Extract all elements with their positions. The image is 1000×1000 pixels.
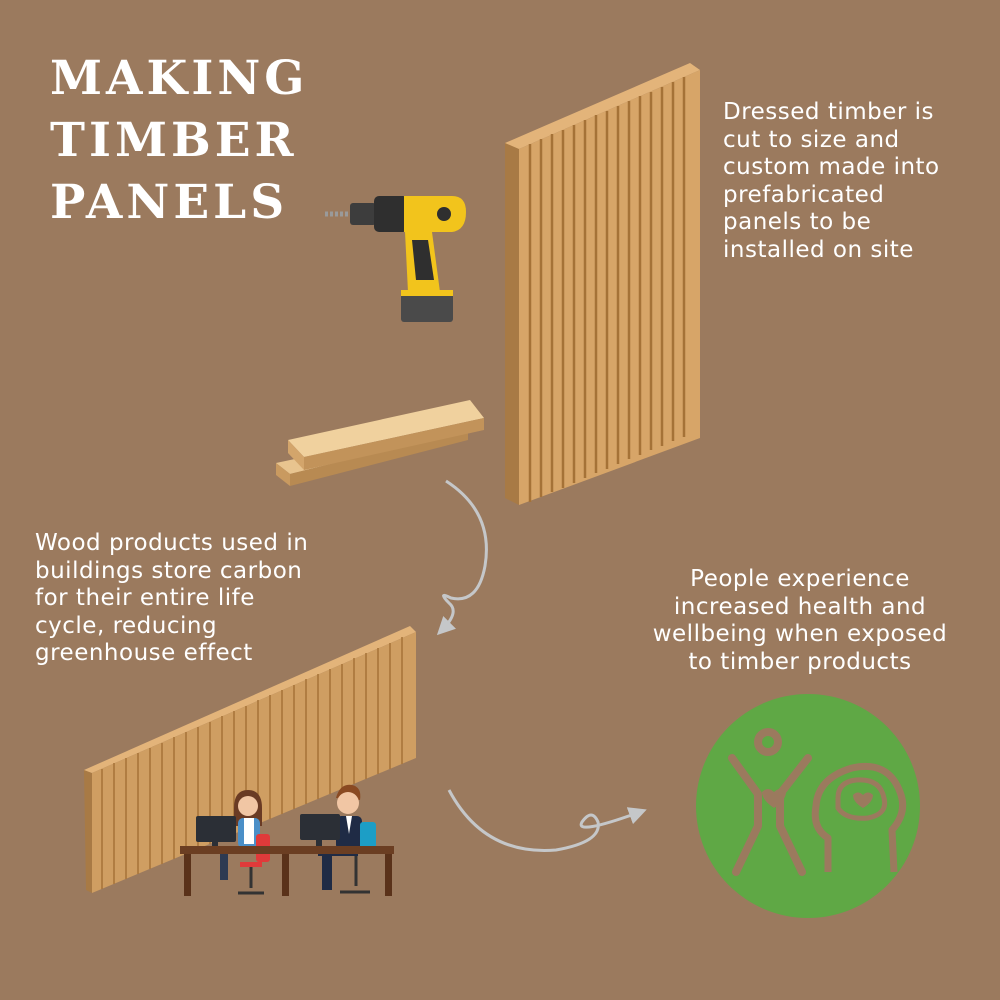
panels-caption-line-4: prefabricated (723, 181, 885, 208)
panels-caption-line-1: Dressed timber is (723, 99, 935, 125)
drill-icon (325, 196, 466, 322)
panels-caption: Dressed timber is cut to size and custom… (723, 99, 940, 264)
planks-icon (276, 400, 484, 486)
health-caption-line-4: to timber products (688, 648, 912, 675)
infographic-title: MAKING TIMBER PANELS (50, 48, 308, 234)
title-line-2: TIMBER (50, 113, 298, 168)
title-line-1: MAKING (50, 51, 309, 106)
carbon-caption-line-4: cycle, reducing (35, 612, 218, 639)
carbon-caption-line-5: greenhouse effect (35, 640, 253, 666)
worker-man (318, 784, 376, 894)
person-body-right (776, 754, 812, 876)
health-caption-line-2: increased health and (673, 593, 927, 620)
carbon-caption: Wood products used in buildings store ca… (35, 530, 308, 668)
carbon-caption-line-1: Wood products used in (35, 530, 309, 556)
carbon-caption-line-3: for their entire life (35, 585, 255, 611)
carbon-caption-line-2: buildings store carbon (35, 557, 303, 584)
flow-arrow-2 (447, 789, 647, 852)
title-line-3: PANELS (50, 175, 289, 230)
health-caption-line-1: People experience (690, 566, 910, 592)
panels-caption-line-2: cut to size and (723, 126, 900, 153)
health-caption: People experience increased health and w… (632, 566, 968, 676)
timber-panel-icon (505, 63, 700, 505)
person-head (754, 728, 782, 756)
office-workers-icon (180, 784, 394, 896)
wellbeing-icon (696, 694, 920, 918)
panels-caption-line-5: panels to be (723, 209, 872, 235)
flow-arrow-1 (436, 479, 488, 636)
timber-wall-icon (84, 626, 416, 893)
worker-woman (220, 790, 270, 895)
health-caption-line-3: wellbeing when exposed (652, 621, 948, 647)
person-body-left (728, 754, 762, 876)
panels-caption-line-3: custom made into (723, 154, 940, 180)
panels-caption-line-6: installed on site (723, 236, 914, 263)
